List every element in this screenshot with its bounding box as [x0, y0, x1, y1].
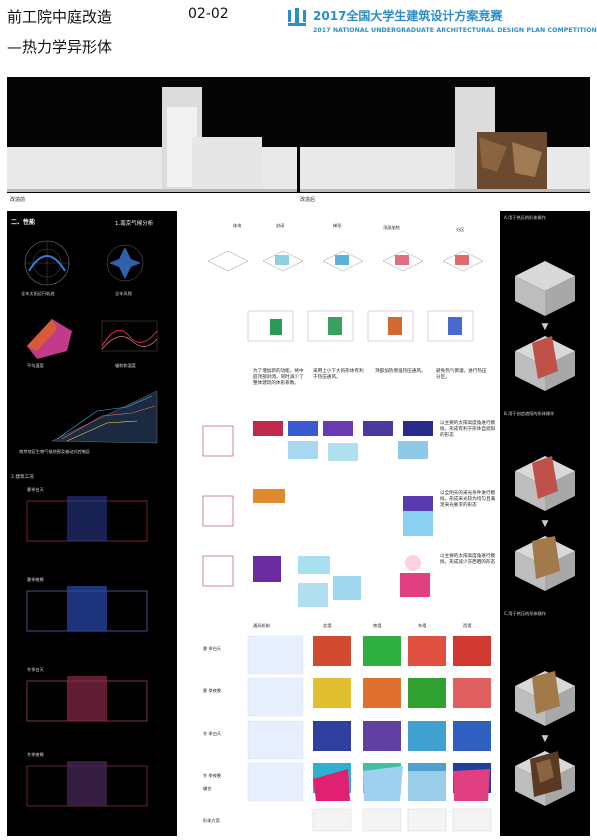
case-winter-day: 冬季白天 [27, 667, 44, 672]
caption-windrose: 全年风频 [115, 291, 132, 296]
competition-logo-icon [286, 6, 308, 28]
case-summer-day: 夏季白天 [27, 487, 44, 492]
op-label-a: A.用于热压的形体操作 [504, 215, 546, 220]
step-4-label: 顶部加热 [383, 225, 400, 230]
row-label-4: 冬 季夜晚 [203, 773, 222, 778]
solar-study-1 [202, 421, 433, 461]
header-south: 南墙 [373, 623, 382, 628]
caption-avgtemp: 平均温度 [27, 363, 44, 368]
title-line-1: 前工院中庭改造 [7, 8, 113, 26]
analysis-panel: 二、性能 1.南京气候分析 [7, 211, 177, 836]
hero-renders [7, 77, 590, 207]
row-label-3: 冬 季白天 [203, 731, 222, 736]
op-c-before [515, 671, 575, 726]
subsection2-title: 2.建筑工况 [11, 475, 34, 480]
op-a-before [515, 261, 575, 316]
section-winter-day [26, 676, 148, 722]
op-label-b: B.用于创造遮阳的形体操作 [504, 411, 555, 416]
sheet-code: 02-02 [188, 6, 229, 22]
section-winter-night [26, 761, 148, 807]
subsection-title: 1.南京气候分析 [115, 221, 154, 227]
arrow-down-icon: ▼ [542, 322, 549, 332]
section-summer-day [26, 496, 148, 542]
arrow-down-icon: ▼ [542, 519, 549, 529]
op-label-c: C.用于热压的形体操作 [504, 611, 546, 616]
op-c-after [515, 751, 575, 806]
step-1-label: 体块 [233, 223, 242, 228]
arrow-down-icon: ▼ [542, 734, 549, 744]
row-label-1: 夏 季白天 [203, 646, 222, 651]
side-text-3: 以主要的太阳高度角进行模拟，形成减少东西晒的形态 [440, 554, 496, 565]
row-label-5: 耦合 [203, 786, 212, 791]
solar-study-3 [202, 555, 430, 607]
side-text-1: 以主要的太阳高度角进行模拟，形成有利于形体自遮阳的形态 [440, 421, 496, 438]
caption-psychro: 南京地区生物气候地图及被动式控制区 [19, 449, 91, 454]
row-label-2: 夏 季夜晚 [203, 688, 222, 693]
op-b-before [515, 456, 575, 511]
header-east: 东墙 [418, 623, 427, 628]
header-north: 北墙 [323, 623, 332, 628]
text-step-heat: 顶部加热增强热压通风。 [375, 369, 426, 374]
step-5-label: 分区 [456, 227, 465, 232]
header-mechanism: 通风机制 [253, 623, 270, 628]
text-step-zone: 避免热气倒灌，进行热压分区。 [436, 369, 487, 380]
competition-title-en: 2017 NATIONAL UNDERGRADUATE ARCHITECTURA… [313, 27, 597, 34]
case-winter-night: 冬季夜晚 [27, 752, 44, 757]
section-title: 二、性能 [11, 219, 36, 226]
row-label-6: 形体方案 [203, 818, 220, 823]
op-b-after [515, 536, 575, 591]
before-render [7, 87, 297, 192]
competition-title-cn: 2017全国大学生建筑设计方案竞赛 [313, 9, 503, 23]
case-summer-night: 夏季夜晚 [27, 577, 44, 582]
caption-sunpath: 全年太阳运行轨迹 [21, 291, 55, 296]
form-panel: 体块 封闭 梯形 顶部加热 分区 [178, 211, 498, 836]
after-render [300, 87, 590, 192]
before-label: 改造前 [10, 197, 26, 203]
cfd-grid [247, 635, 492, 832]
title-line-2: —热力学异形体 [7, 38, 113, 56]
text-step-trapezoid: 采用上小下大的形体有利于热压通风。 [313, 369, 364, 380]
solar-study-2 [202, 489, 433, 536]
operation-panel: A.用于热压的形体操作 B.用于创造遮阳的形体操作 C.用于热压的形体操作 ▼ … [500, 211, 590, 836]
after-label: 改造后 [300, 197, 316, 203]
section-summer-night [26, 586, 148, 632]
text-step-close: 为了增加新的功能，将中庭顶部封闭。同时减少了整体建筑的体形系数。 [253, 369, 304, 386]
step-2-label: 封闭 [276, 223, 285, 228]
header-west: 西墙 [463, 623, 472, 628]
step-3-label: 梯形 [333, 223, 342, 228]
op-a-after [515, 336, 575, 391]
caption-radiation: 辐射和温度 [115, 363, 136, 368]
side-text-2: 以全阴天的采光条件进行模拟，形成采光较为均匀且满足采光要求的形态 [440, 491, 496, 508]
